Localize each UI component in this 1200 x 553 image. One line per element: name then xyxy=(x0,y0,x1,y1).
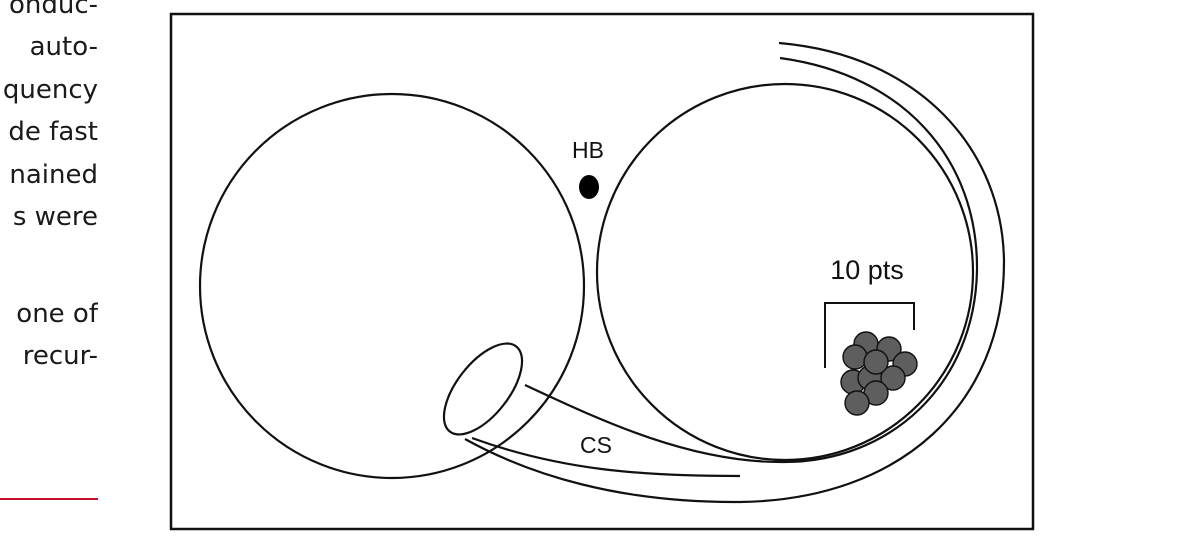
his-bundle-dot xyxy=(579,175,599,199)
text-line: nained xyxy=(9,160,98,190)
patient-dot-cluster xyxy=(840,331,918,416)
count-label: 10 pts xyxy=(830,255,904,285)
text-line: auto- xyxy=(29,32,98,62)
text-line: onduc- xyxy=(8,0,98,20)
text-line: quency xyxy=(2,75,98,105)
cs-lower-edge xyxy=(471,436,741,478)
text-line: one of xyxy=(16,299,98,329)
patient-dot xyxy=(844,390,870,416)
text-line: recur- xyxy=(22,341,98,371)
cs-ostium xyxy=(442,342,524,436)
outer-arc xyxy=(464,41,1006,504)
inner-arc xyxy=(524,56,979,464)
cs-label: CS xyxy=(580,432,612,458)
patient-dot xyxy=(863,349,889,375)
text-line: de fast xyxy=(8,117,98,147)
patient-dot xyxy=(880,365,906,391)
hb-label: HB xyxy=(572,137,604,163)
body-text-column: onduc- auto- quency de fast nained s wer… xyxy=(0,0,98,553)
right-chamber-circle xyxy=(595,82,975,462)
left-chamber-circle xyxy=(198,92,586,480)
patient-dot xyxy=(842,344,868,370)
text-line: s were xyxy=(12,202,98,232)
section-divider xyxy=(0,498,98,500)
group-bracket xyxy=(824,302,915,368)
